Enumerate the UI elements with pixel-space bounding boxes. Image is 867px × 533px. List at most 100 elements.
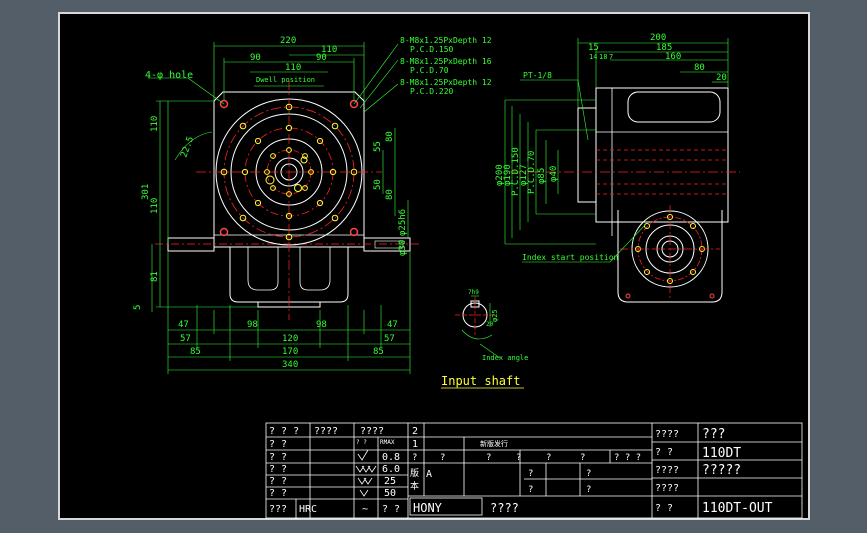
rev-c3: ? bbox=[586, 485, 591, 495]
dim-shaft-d: φ25h6 bbox=[398, 209, 408, 236]
tb-l-r6c3: ? ? bbox=[382, 504, 400, 515]
side-view: 200 15 185 14 18 7 160 80 20 PT-1/8 φ200… bbox=[495, 33, 740, 303]
dim-98-a: 98 bbox=[247, 320, 258, 330]
rev-c1: ? bbox=[586, 469, 591, 479]
tb-l-r1c1: ? ? bbox=[356, 439, 367, 446]
tb-r-value-2: ????? bbox=[702, 463, 741, 478]
side-dim-200: 200 bbox=[650, 33, 666, 43]
holes-label: 4-φ hole bbox=[145, 70, 193, 81]
side-pcd70: P.C.D.70 bbox=[527, 151, 537, 194]
rev-side-1: 本 bbox=[410, 480, 419, 492]
side-pt-label: PT-1/8 bbox=[523, 71, 552, 80]
dim-98-b: 98 bbox=[316, 320, 327, 330]
input-shaft-title: Input shaft bbox=[441, 374, 520, 388]
tb-l-r4c2: 25 bbox=[384, 476, 396, 487]
tb-l-r0c1: ???? bbox=[314, 426, 338, 437]
rev-h6: ? ? ? bbox=[614, 453, 641, 463]
callout-3b: P.C.D.220 bbox=[410, 87, 454, 96]
front-dimension-lines bbox=[148, 42, 411, 374]
rev-side-0: 版 bbox=[410, 467, 419, 479]
side-hole-l bbox=[625, 293, 631, 299]
tb-l-r3c0: ? ? bbox=[269, 464, 287, 475]
corner-hole-tr bbox=[349, 99, 359, 109]
index-angle-label: Index angle bbox=[482, 354, 528, 362]
dim-110-mid: 110 bbox=[285, 63, 301, 73]
tb-l-r4c0: ? ? bbox=[269, 476, 287, 487]
side-d127: φ127 bbox=[519, 164, 529, 186]
dim-57-b: 57 bbox=[384, 334, 395, 344]
tb-r-label-0: ???? bbox=[655, 429, 679, 440]
front-view: 220 110 90 90 110 Dwell position 4-φ hol… bbox=[133, 36, 492, 374]
side-dim-20: 20 bbox=[716, 73, 727, 83]
tb-l-r6c2: ~ bbox=[362, 504, 368, 515]
rev-h3: ? bbox=[516, 453, 521, 463]
shaft-dim-7h9: 7h9 bbox=[468, 289, 479, 296]
side-d200: φ200 bbox=[495, 164, 505, 186]
side-d40: φ40 bbox=[549, 166, 559, 182]
tb-l-r2c0: ? ? bbox=[269, 452, 287, 463]
corner-hole-br bbox=[349, 227, 359, 237]
side-pcd150: P.C.D.150 bbox=[511, 147, 521, 196]
tb-r-value-4: 110DT-OUT bbox=[702, 501, 773, 516]
side-bottom-body bbox=[617, 210, 723, 303]
dim-80-b: 80 bbox=[385, 189, 395, 200]
tb-r-label-3: ???? bbox=[655, 483, 679, 494]
dim-47-a: 47 bbox=[178, 320, 189, 330]
side-hole-r bbox=[709, 293, 715, 299]
callout-1: 8-M8x1.25PxDepth 12 bbox=[400, 36, 492, 45]
dim-85-a: 85 bbox=[190, 347, 201, 357]
tb-l-r0c0: ? ? ? bbox=[269, 426, 299, 437]
rev-c2: ? bbox=[528, 485, 533, 495]
rev-h5: ? bbox=[580, 453, 585, 463]
dim-55: 55 bbox=[373, 141, 383, 152]
dim-90-a: 90 bbox=[250, 53, 261, 63]
tb-r-label-2: ???? bbox=[655, 465, 679, 476]
dim-47-b: 47 bbox=[387, 320, 398, 330]
title-right-texts: ???? ??? ? ? 110DT ???? ????? ???? ? ? 1… bbox=[655, 427, 773, 516]
side-shaft-block bbox=[577, 107, 597, 203]
front-shaft-right bbox=[363, 237, 411, 252]
title-left-texts: ? ? ? ???? ???? ? ? ? ? RMAX ? ? 0.8 ? ?… bbox=[269, 426, 400, 515]
dim-170: 170 bbox=[282, 347, 298, 357]
rev-row1-text: 新版发行 bbox=[480, 439, 508, 448]
dim-220: 220 bbox=[280, 36, 296, 46]
title-block bbox=[265, 422, 803, 519]
dim-120: 120 bbox=[282, 334, 298, 344]
tb-l-r5c0: ? ? bbox=[269, 488, 287, 499]
dim-shaft-d2: φ30 bbox=[398, 240, 408, 256]
callout-2b: P.C.D.70 bbox=[410, 66, 449, 75]
front-bolt-holes bbox=[220, 103, 358, 241]
tb-r-label-1: ? ? bbox=[655, 447, 673, 458]
dim-57-a: 57 bbox=[180, 334, 191, 344]
rev-h4: ? bbox=[546, 453, 551, 463]
shaft-dim-20: 20 bbox=[486, 321, 494, 328]
title-rev-texts: 2 1 新版发行 ? ? ? ? ? ? ? ? ? 版 本 A ? ? ? ?… bbox=[410, 426, 641, 515]
company-name: HONY bbox=[413, 501, 443, 515]
side-dim-185: 185 bbox=[656, 43, 672, 53]
side-d190: φ190 bbox=[503, 164, 513, 186]
side-hidden-lines bbox=[596, 149, 728, 195]
side-d85: φ85 bbox=[537, 168, 547, 184]
rev-c0: ? bbox=[528, 469, 533, 479]
tb-l-r3c2: 6.0 bbox=[382, 464, 400, 475]
dim-110-left-b: 110 bbox=[150, 198, 160, 214]
tb-l-r5c2: 50 bbox=[384, 488, 396, 499]
side-top-inner bbox=[627, 91, 721, 123]
corner-hole-bl bbox=[219, 227, 229, 237]
corner-hole-tl bbox=[219, 99, 229, 109]
tb-l-r6c0: ??? bbox=[269, 504, 287, 515]
front-key-right bbox=[374, 240, 404, 249]
rev-row1: 1 bbox=[412, 439, 418, 450]
tb-l-r6c1: HRC bbox=[299, 504, 317, 515]
side-dim-160: 160 bbox=[665, 52, 681, 62]
tb-r-value-0: ??? bbox=[702, 427, 725, 442]
tb-l-r1c0: ? ? bbox=[269, 439, 287, 450]
dim-angle: 22.5 bbox=[179, 135, 196, 159]
roughness-symbols bbox=[355, 449, 377, 497]
dim-85-b: 85 bbox=[373, 347, 384, 357]
callout-2: 8-M8x1.25PxDepth 16 bbox=[400, 57, 492, 66]
dim-301: 301 bbox=[141, 184, 151, 200]
dim-81: 81 bbox=[150, 271, 160, 282]
dwell-position-label: Dwell position bbox=[256, 76, 315, 84]
dim-5: 5 bbox=[133, 305, 143, 310]
